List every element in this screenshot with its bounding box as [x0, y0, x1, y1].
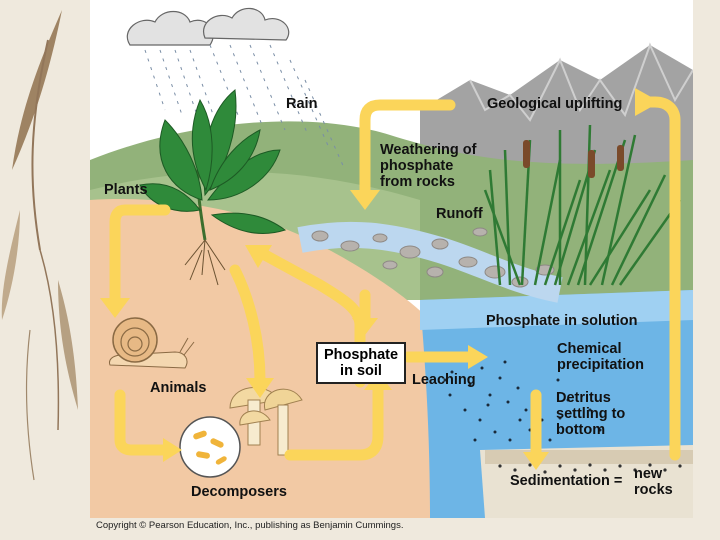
label-phosphate-in-solution: Phosphate in solution [486, 313, 638, 329]
label-chemical-line-1: Chemical [557, 341, 622, 357]
label-detritus-line-2: settling to [556, 406, 626, 422]
arrow-plants-to-animals [109, 204, 171, 306]
phosphate-in-soil-line-1: Phosphate [323, 347, 399, 363]
dried-leaf-decoration [1, 10, 78, 481]
label-leaching: Leaching [412, 372, 476, 388]
label-weathering-line-1: Weathering of [380, 142, 477, 158]
snail-icon [109, 317, 195, 369]
label-detritus: Detritus settling to bottom [556, 390, 625, 438]
arrow-plants-to-decomposers [229, 264, 266, 386]
label-new-rocks-line-2: rocks [634, 482, 673, 498]
plant-icon [139, 89, 287, 286]
label-rain: Rain [286, 96, 318, 112]
rain-clouds-icon [126, 7, 290, 46]
phosphate-in-soil-line-2: in soil [340, 363, 382, 379]
label-chemical-precipitation: Chemical precipitation [557, 341, 644, 373]
label-decomposers: Decomposers [191, 484, 287, 500]
phosphate-in-soil-box: Phosphate in soil [316, 342, 406, 384]
mushrooms-icon [229, 387, 303, 456]
label-geological-uplifting: Geological uplifting [487, 96, 623, 112]
cattails-icon [483, 124, 682, 286]
label-plants: Plants [104, 182, 148, 198]
label-weathering-line-3: from rocks [380, 174, 455, 190]
label-weathering-line-2: phosphate [380, 158, 454, 174]
label-runoff: Runoff [436, 206, 483, 222]
label-new-rocks-line-1: new [634, 466, 663, 482]
rain-icon [144, 44, 346, 171]
arrow-animals-to-decomposers [114, 389, 171, 456]
label-animals: Animals [150, 380, 207, 396]
label-new-rocks: new rocks [634, 466, 673, 498]
phosphorus-cycle-diagram [90, 0, 693, 518]
arrow-uplift-to-weathering [359, 99, 456, 201]
label-chemical-line-2: precipitation [557, 357, 645, 373]
label-weathering: Weathering of phosphate from rocks [380, 142, 476, 190]
copyright-notice: Copyright © Pearson Education, Inc., pub… [96, 520, 404, 531]
arrow-decomposers-to-soil [284, 384, 384, 461]
label-detritus-line-1: Detritus [556, 390, 611, 406]
label-detritus-line-3: bottom [556, 422, 606, 438]
decomposers-magnified-icon [179, 416, 241, 478]
label-sedimentation: Sedimentation = [510, 473, 623, 489]
